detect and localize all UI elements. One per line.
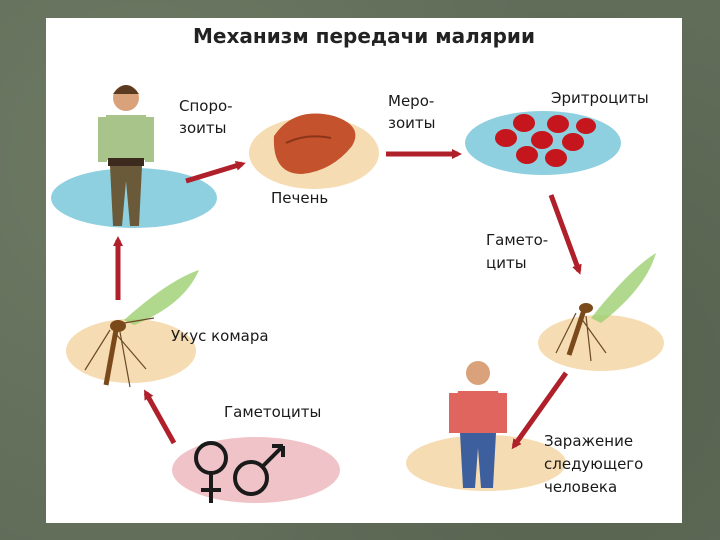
label-merozoites-1: Меро- xyxy=(388,91,434,111)
slide: Механизм передачи малярии xyxy=(46,18,682,523)
label-infection-3: человека xyxy=(544,477,617,497)
label-sporozoites-1: Споро- xyxy=(179,96,233,116)
label-gametocytes-top-2: циты xyxy=(486,253,527,273)
arrow-erythrocytes-to-mosquito xyxy=(551,195,579,271)
label-infection-1: Заражение xyxy=(544,431,633,451)
label-gametocytes-top-1: Гамето- xyxy=(486,230,548,250)
label-erythrocytes: Эритроциты xyxy=(551,88,649,108)
label-sporozoites-2: зоиты xyxy=(179,118,226,138)
label-gametocytes-bottom: Гаметоциты xyxy=(224,402,321,422)
label-liver: Печень xyxy=(271,188,328,208)
label-mosquito-bite: Укус комара xyxy=(171,326,269,346)
arrow-person-to-liver xyxy=(186,164,242,181)
arrow-gametocytes-to-mosquito xyxy=(146,393,174,443)
mosquito-ellipse-right xyxy=(538,315,664,371)
label-merozoites-2: зоиты xyxy=(388,113,435,133)
label-infection-2: следующего xyxy=(544,454,643,474)
